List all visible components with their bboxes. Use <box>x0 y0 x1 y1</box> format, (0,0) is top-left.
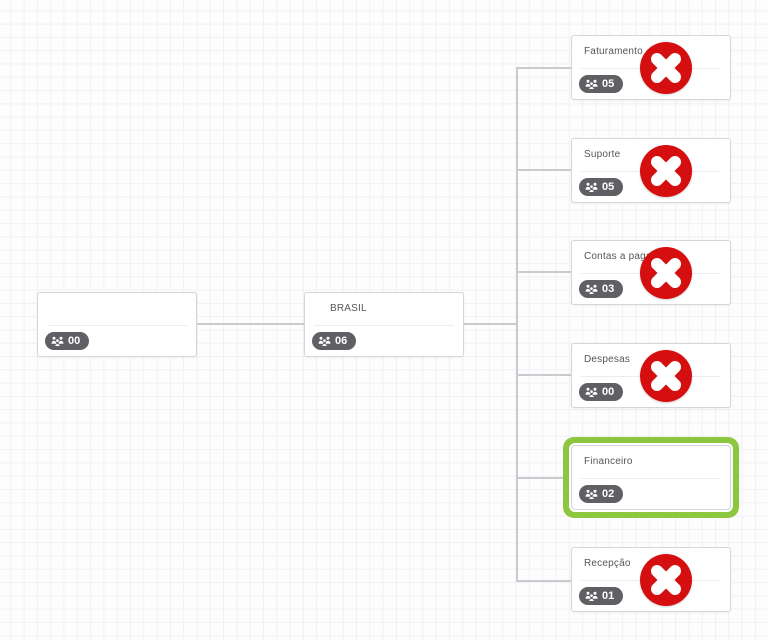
x-circle-icon <box>640 554 692 606</box>
member-count: 05 <box>602 78 615 90</box>
members-badge: 00 <box>45 332 90 350</box>
members-badge: 03 <box>579 280 624 298</box>
node-divider <box>314 325 454 326</box>
node-divider <box>581 478 721 479</box>
connector-branch-faturamento <box>518 67 571 69</box>
node-title: Financeiro <box>584 456 633 467</box>
members-badge: 06 <box>312 332 357 350</box>
member-count: 00 <box>602 386 615 398</box>
connector-branch-suporte <box>518 169 571 171</box>
members-badge: 05 <box>579 178 624 196</box>
x-circle-icon <box>640 42 692 94</box>
users-icon <box>585 489 598 500</box>
users-icon <box>585 182 598 193</box>
node-title: Suporte <box>584 149 621 160</box>
members-badge: 01 <box>579 587 624 605</box>
member-count: 02 <box>602 488 615 500</box>
users-icon <box>318 336 331 347</box>
node-title: Contas a pagar <box>584 251 656 262</box>
member-count: 00 <box>68 335 81 347</box>
member-count: 06 <box>335 335 348 347</box>
users-icon <box>51 336 64 347</box>
connector-branch-recepcao <box>518 580 571 582</box>
node-title: Faturamento <box>584 46 643 57</box>
member-count: 03 <box>602 283 615 295</box>
connector-branch-financeiro <box>518 477 564 479</box>
x-circle-icon <box>640 145 692 197</box>
org-node-faturamento[interactable]: Faturamento 05 <box>571 35 731 100</box>
delete-button[interactable] <box>639 246 693 300</box>
users-icon <box>585 387 598 398</box>
node-title: BRASIL <box>330 303 367 314</box>
org-node-root[interactable]: 00 <box>37 292 197 357</box>
users-icon <box>585 284 598 295</box>
x-circle-icon <box>640 350 692 402</box>
org-node-financeiro-selected[interactable]: Financeiro 02 <box>571 445 731 510</box>
users-icon <box>585 79 598 90</box>
org-node-brasil[interactable]: BRASIL 06 <box>304 292 464 357</box>
member-count: 05 <box>602 181 615 193</box>
members-badge: 00 <box>579 383 624 401</box>
users-icon <box>585 591 598 602</box>
org-node-suporte[interactable]: Suporte 05 <box>571 138 731 203</box>
delete-button[interactable] <box>639 144 693 198</box>
connector-brasil-to-trunk <box>463 323 517 325</box>
delete-button[interactable] <box>639 553 693 607</box>
connector-branch-despesas <box>518 374 571 376</box>
org-node-despesas[interactable]: Despesas 00 <box>571 343 731 408</box>
x-circle-icon <box>640 247 692 299</box>
delete-button[interactable] <box>639 349 693 403</box>
members-badge: 05 <box>579 75 624 93</box>
org-node-recepcao[interactable]: Recepção 01 <box>571 547 731 612</box>
org-node-contas-a-pagar[interactable]: Contas a pagar 03 <box>571 240 731 305</box>
delete-button[interactable] <box>639 41 693 95</box>
node-title: Despesas <box>584 354 631 365</box>
node-divider <box>47 325 187 326</box>
connector-branch-contas-a-pagar <box>518 271 571 273</box>
node-title: Recepção <box>584 558 631 569</box>
connector-root-to-brasil <box>197 323 304 325</box>
member-count: 01 <box>602 590 615 602</box>
members-badge: 02 <box>579 485 624 503</box>
connector-trunk <box>516 67 518 582</box>
